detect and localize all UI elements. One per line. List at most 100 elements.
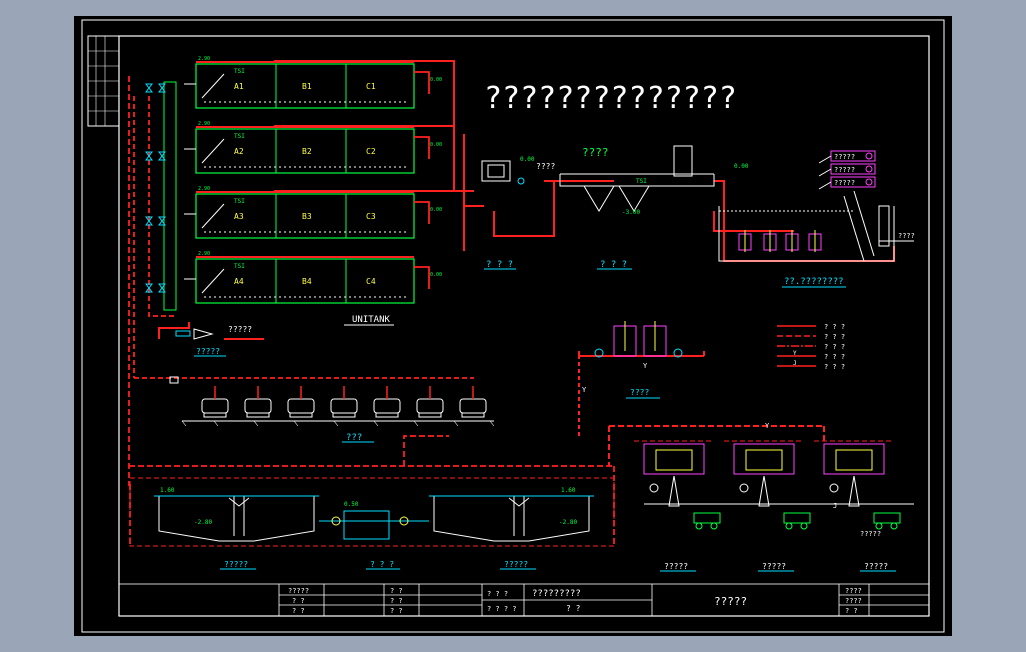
tb-r2c6: ? ? xyxy=(566,604,581,613)
tank-label-c: C1 xyxy=(366,82,376,91)
valve-icon xyxy=(158,283,166,293)
blower-icon xyxy=(416,398,444,414)
tag-text: ????? xyxy=(834,179,855,187)
valve-icon xyxy=(158,151,166,161)
valve-icon xyxy=(145,83,153,93)
bottom-note: ????? xyxy=(860,530,881,538)
level-mark: 0.00 xyxy=(430,142,442,148)
caption-bottom-mid2: ????? xyxy=(504,560,528,569)
line-mark-j: J xyxy=(833,502,837,510)
tank-label-a: A3 xyxy=(234,212,244,221)
line-mark-y1: Y xyxy=(643,362,648,370)
tb-r1c5: ? ? ? xyxy=(487,590,508,598)
pump-icon xyxy=(739,483,749,493)
legend-mark: Y xyxy=(793,350,797,357)
caption-bottom-left: ????? xyxy=(224,560,248,569)
level-mark: 2.90 xyxy=(198,121,210,127)
svg-text:1.60: 1.60 xyxy=(561,487,576,494)
tb-r1c3: ? ? xyxy=(390,587,403,595)
valve-icon xyxy=(145,216,153,226)
pump-label: ????? xyxy=(228,325,252,334)
svg-text:1.60: 1.60 xyxy=(160,487,175,494)
inlet-label: ???? xyxy=(536,162,555,171)
blower-icon xyxy=(201,398,229,414)
caption-bottom-r3: ????? xyxy=(864,562,888,571)
filter-unit xyxy=(733,443,795,475)
tb-r2c3: ? ? xyxy=(390,597,403,605)
tank-label-a: A2 xyxy=(234,147,244,156)
tank-label-b: B2 xyxy=(302,147,312,156)
svg-text:-2.80: -2.80 xyxy=(194,519,212,526)
drawing-title: ?????????????? xyxy=(484,81,737,116)
tb-r3c8: ? ? xyxy=(845,607,858,615)
tank-label-b: B4 xyxy=(302,277,312,286)
svg-text:0.00: 0.00 xyxy=(520,156,535,163)
tank-label-c: C4 xyxy=(366,277,376,286)
blower-icon xyxy=(373,398,401,414)
tank-label-c: C3 xyxy=(366,212,376,221)
tb-r2c5: ? ? ? ? xyxy=(487,605,517,613)
svg-text:-2.80: -2.80 xyxy=(559,519,577,526)
line-mark-y2: Y xyxy=(582,386,587,394)
valve-icon xyxy=(145,283,153,293)
legend-label: ? ? ? xyxy=(824,363,845,371)
tb-r1c6: ????????? xyxy=(532,589,581,599)
tank-label-c: C2 xyxy=(366,147,376,156)
caption-dosing: ???? xyxy=(630,388,649,397)
legend: ? ? ? ? ? ? ? ? ? Y ? ? ? J ? ? ? xyxy=(777,323,845,371)
valve-icon xyxy=(158,83,166,93)
legend-mark: J xyxy=(793,360,797,367)
valve-icon xyxy=(158,216,166,226)
tank-label-a: A4 xyxy=(234,277,244,286)
tb-r2c1: ? ? xyxy=(292,597,305,605)
pump-under: ????? xyxy=(196,347,220,356)
level-mark: 2.90 xyxy=(198,56,210,62)
legend-label: ? ? ? xyxy=(824,353,845,361)
filter-unit xyxy=(643,443,705,475)
caption-bottom-mid: ? ? ? xyxy=(370,560,394,569)
svg-text:0.50: 0.50 xyxy=(344,501,359,508)
caption-bottom-r2: ????? xyxy=(762,562,786,571)
tsi-mark: TSI xyxy=(234,133,245,140)
legend-label: ? ? ? xyxy=(824,333,845,341)
level-mark: 0.00 xyxy=(430,207,442,213)
svg-text:TSI: TSI xyxy=(636,178,647,185)
clarifier-label: ???? xyxy=(582,146,609,159)
filter-unit xyxy=(823,443,885,475)
tsi-mark: TSI xyxy=(234,68,245,75)
tank-label-b: B1 xyxy=(302,82,312,91)
blower-icon xyxy=(330,398,358,414)
manifold xyxy=(163,81,177,311)
title-block xyxy=(118,583,930,617)
legend-label: ? ? ? xyxy=(824,343,845,351)
svg-text:-3.00: -3.00 xyxy=(622,209,640,216)
level-mark: 0.00 xyxy=(430,272,442,278)
caption-right-top: ??.???????? xyxy=(784,277,844,287)
outlet-label: ???? xyxy=(898,232,915,240)
distribution-box xyxy=(481,160,511,182)
tb-r1c1: ????? xyxy=(288,587,309,595)
level-mark: 2.90 xyxy=(198,186,210,192)
svg-text:0.00: 0.00 xyxy=(734,163,749,170)
level-mark: 0.00 xyxy=(430,77,442,83)
blower-group xyxy=(201,386,487,418)
legend-label: ? ? ? xyxy=(824,323,845,331)
tank-label-a: A1 xyxy=(234,82,244,91)
tank-label-b: B3 xyxy=(302,212,312,221)
tag-text: ????? xyxy=(834,166,855,174)
blower-icon xyxy=(287,398,315,414)
pump-icon xyxy=(649,483,659,493)
tag-text: ????? xyxy=(834,153,855,161)
tsi-mark: TSI xyxy=(234,198,245,205)
tsi-mark: TSI xyxy=(234,263,245,270)
blower-icon xyxy=(244,398,272,414)
filter-group xyxy=(634,440,914,530)
outer-border xyxy=(81,19,945,633)
caption-mid: ? ? ? xyxy=(600,260,627,270)
